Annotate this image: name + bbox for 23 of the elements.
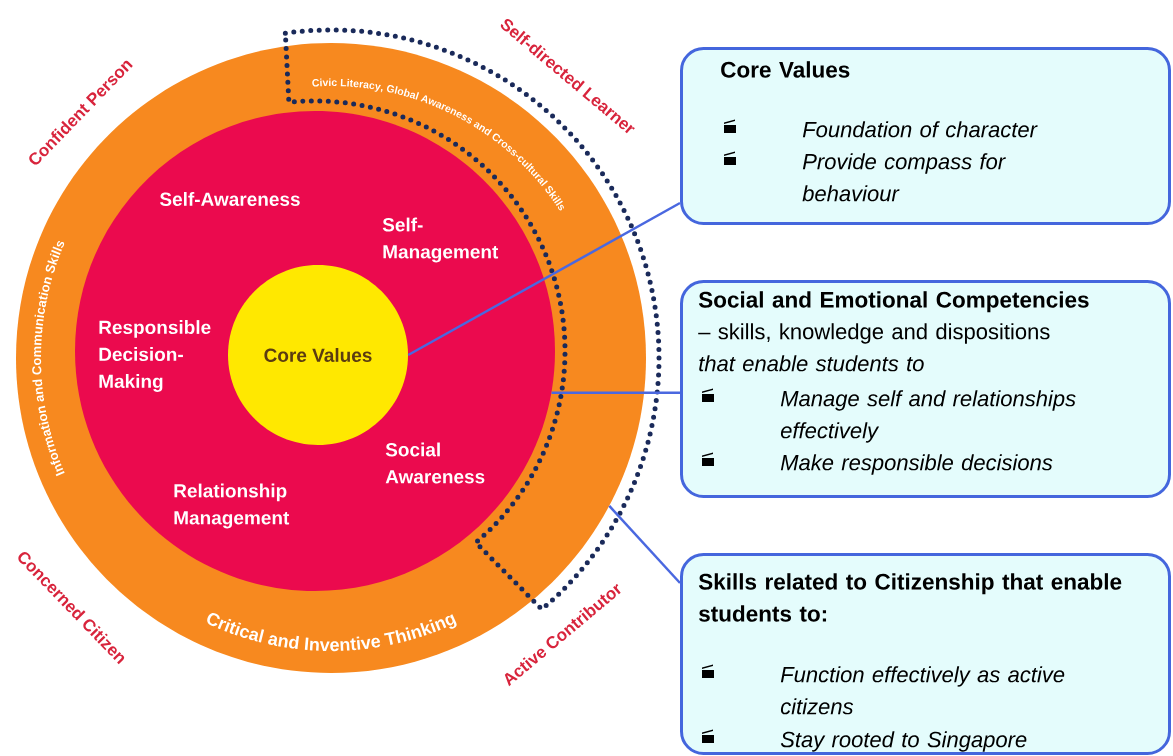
bullet-text: Stay rooted to Singapore <box>780 731 1027 752</box>
connector-line <box>407 201 681 357</box>
bullet-text: Provide compass for behaviour <box>802 153 1006 202</box>
ring-text: Critical and Inventive Thinking <box>207 613 457 652</box>
box-heading: Social and Emotional Competencies <box>698 291 1089 313</box>
connector-line <box>608 505 681 584</box>
bullet-text: Manage self and relationships effectively <box>780 390 1076 443</box>
competency-label: Responsible Decision-Making <box>99 320 211 392</box>
competency-label: Self-Management <box>382 217 499 263</box>
connector-line <box>551 391 680 394</box>
box-text: – skills, knowledge and dispositions that enable students to <box>698 323 1050 372</box>
text-box <box>680 553 1171 755</box>
bullet-text: Function effectively as active citizens <box>780 666 1065 715</box>
box-heading: Core Values <box>721 61 850 78</box>
text-box <box>680 47 1171 225</box>
bullet-text: Make responsible decisions <box>780 454 1053 475</box>
competency-label: Social Awareness <box>385 442 485 484</box>
text-box <box>680 280 1171 498</box>
bullet-text: Foundation of character <box>802 121 1038 138</box>
competency-label: Relationship Management <box>174 483 290 529</box>
ring-text: Information and Communication Skills <box>32 240 65 477</box>
competency-label: Self-Awareness <box>159 192 300 206</box>
box-heading: Skills related to Citizenship that enable students to: <box>698 573 1122 622</box>
